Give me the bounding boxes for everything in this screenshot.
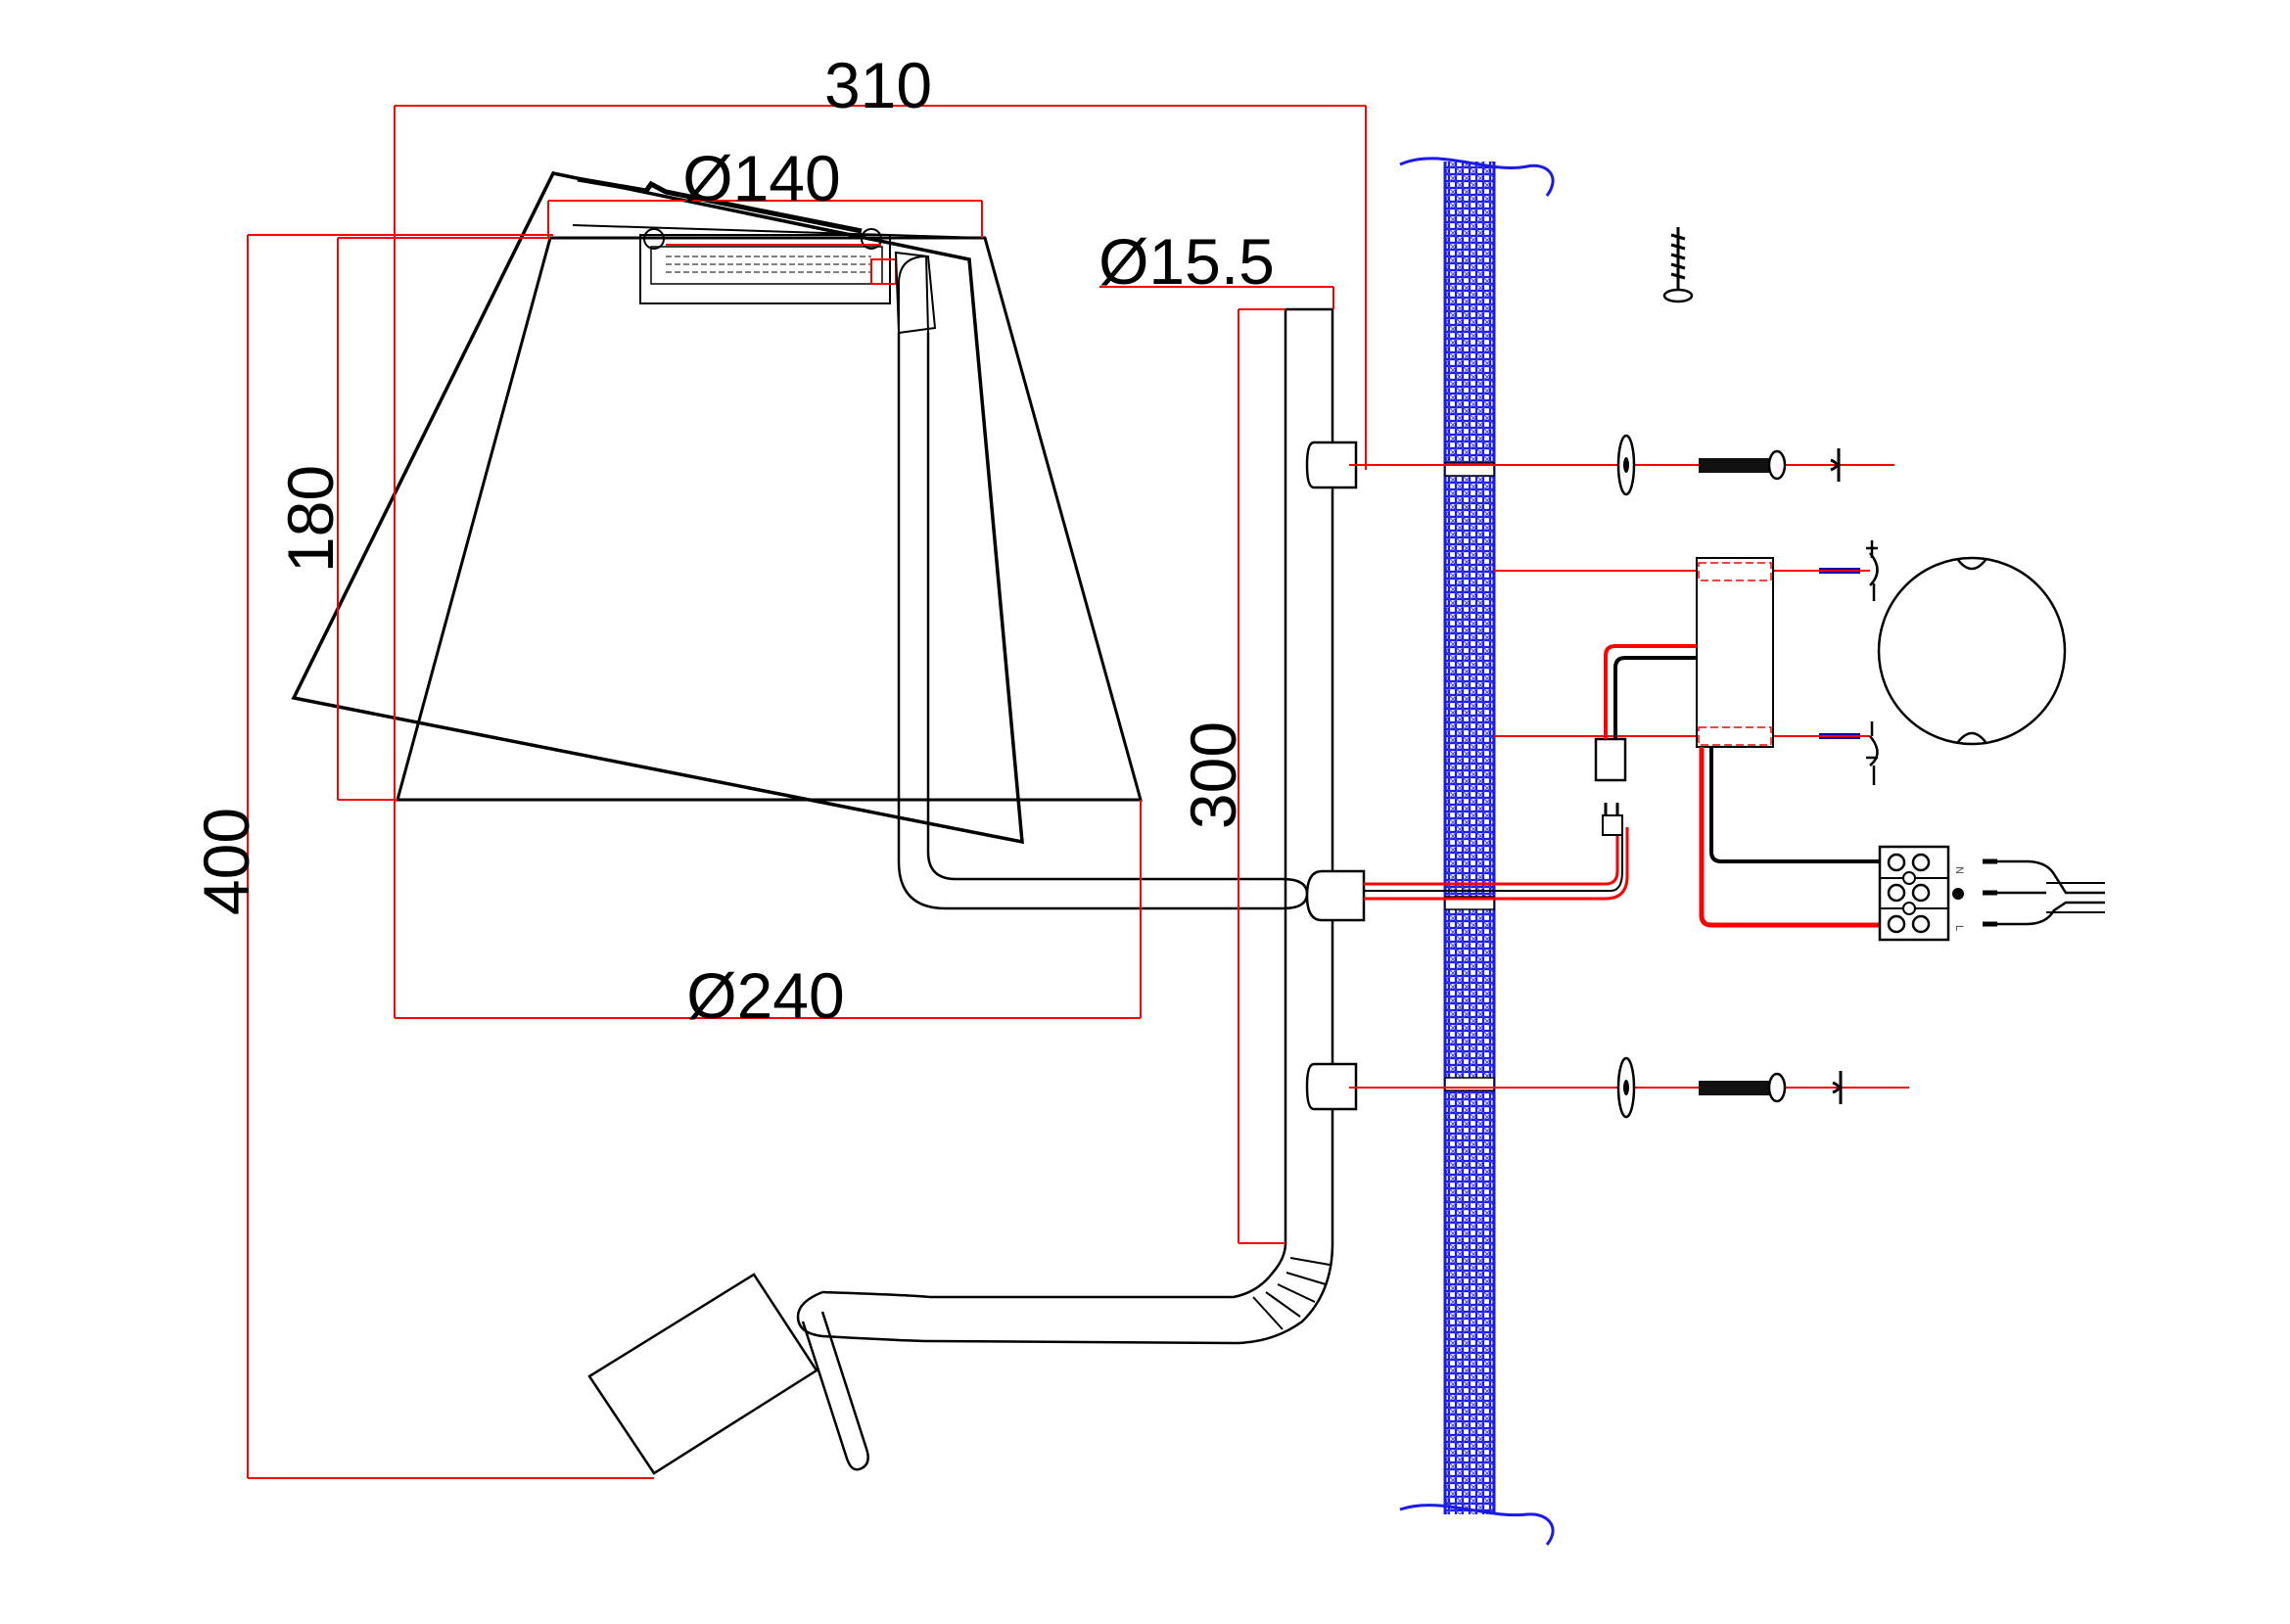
bulb-holder-inner [650, 246, 883, 285]
junction-box-slot-lower [1698, 726, 1772, 746]
bolt-upper-thread [1699, 458, 1772, 473]
shade-tilted-outline [291, 171, 1024, 845]
terminal-block: N L [1878, 845, 1965, 942]
cover-slot-top [1957, 559, 1986, 571]
mains-wire-live [1699, 747, 1885, 928]
gooseneck-coils [1252, 1257, 1331, 1330]
arm-top-joint [894, 251, 937, 335]
mount-boss-middle [1305, 869, 1366, 922]
lamp-shade [291, 171, 1143, 845]
wall-break-top [1399, 157, 1555, 197]
lamp-arm [587, 251, 1366, 1475]
terminal-screw-mid-2 [1902, 902, 1916, 915]
dim-label-15-5: Ø15.5 [1098, 225, 1275, 298]
mains-cable-l [1983, 901, 2105, 926]
connector-plug-upper [1594, 737, 1627, 782]
wall-hatch [1445, 162, 1494, 1514]
terminal-screw-l-2 [1911, 914, 1931, 934]
terminal-screw-n-1 [1887, 853, 1906, 872]
terminal-screw-n-2 [1911, 853, 1931, 872]
terminal-screw-e-2 [1911, 883, 1931, 903]
connector-plug-lower [1602, 814, 1623, 836]
box-screw-lower [1819, 721, 1879, 785]
gooseneck-taper [821, 1290, 931, 1343]
shade-front-outline [396, 236, 1143, 802]
lamp-wire-live-2 [1364, 827, 1629, 901]
bulb-holder-grille [666, 255, 871, 273]
cover-slot-bottom [1957, 731, 1986, 743]
dimension-labels: 310 Ø140 Ø15.5 180 400 300 Ø240 [190, 49, 1275, 1032]
wall-plug-lower [1444, 1077, 1495, 1091]
spot-bracket [801, 1311, 869, 1471]
terminal-screw-e-1 [1887, 883, 1906, 903]
terminal-ground-dot [1952, 888, 1964, 900]
terminal-screw-mid-1 [1902, 871, 1916, 885]
box-wire-neutral [1613, 656, 1697, 739]
box-wire-live [1604, 644, 1697, 739]
gooseneck-inner [929, 1242, 1334, 1345]
shade-rim [572, 224, 984, 239]
mains-wire-neutral [1709, 747, 1885, 863]
terminal-screw-l-1 [1887, 914, 1906, 934]
shade-hinge-bar [577, 176, 863, 234]
mount-boss-lower [1305, 1062, 1358, 1111]
dim-label-180: 180 [274, 465, 347, 573]
bolt-lower-head [1767, 1072, 1787, 1103]
wall-break-bottom [1399, 1504, 1555, 1546]
lamp-wire-sheath [1364, 827, 1623, 892]
terminal-label-l: L [1953, 925, 1965, 931]
junction-box [1696, 557, 1774, 748]
bolt-upper-head [1767, 449, 1787, 481]
arm-inner-bend-outer [897, 333, 1283, 910]
terminal-label-n: N [1953, 866, 1965, 874]
wood-screw-icon [1662, 227, 1694, 303]
nut-lower [1832, 1071, 1843, 1104]
dimension-lines [247, 105, 1367, 1479]
wall-plug-upper [1444, 462, 1495, 477]
dim-label-240: Ø240 [686, 959, 844, 1032]
mains-cable-sheath [2046, 882, 2105, 913]
spot-head [587, 1273, 818, 1475]
mains-cable-n [1983, 859, 2105, 895]
dim-label-300: 300 [1177, 721, 1249, 829]
washer-upper-hole [1623, 457, 1629, 473]
wall-section [1399, 157, 1555, 1546]
arm-inner-bend-inner [926, 333, 1283, 881]
box-screw-upper [1819, 540, 1879, 601]
bulb-holder [639, 234, 891, 304]
bolt-lower-thread [1699, 1081, 1772, 1095]
ceiling-cover-plate [1877, 556, 2067, 746]
dim-label-310: 310 [824, 49, 932, 121]
wiring-assembly: N L [1364, 540, 2105, 942]
dim-label-400: 400 [190, 808, 262, 915]
holder-pivot-right [861, 228, 882, 250]
holder-clip [870, 258, 897, 285]
mains-cable-tips [1983, 858, 1997, 927]
mounting-hardware [1349, 227, 1909, 1119]
junction-box-slot-upper [1698, 562, 1772, 581]
nut-upper [1830, 448, 1841, 482]
lamp-wire-live [1364, 827, 1619, 886]
gooseneck-end [796, 1290, 823, 1338]
holder-pivot-left [643, 228, 665, 250]
washer-lower-hole [1623, 1080, 1629, 1095]
mount-boss-upper [1305, 441, 1358, 489]
connector-pins [1604, 803, 1619, 815]
arm-top-elbow [898, 255, 929, 334]
dim-label-140: Ø140 [682, 142, 840, 214]
gooseneck-outer [930, 1242, 1287, 1299]
